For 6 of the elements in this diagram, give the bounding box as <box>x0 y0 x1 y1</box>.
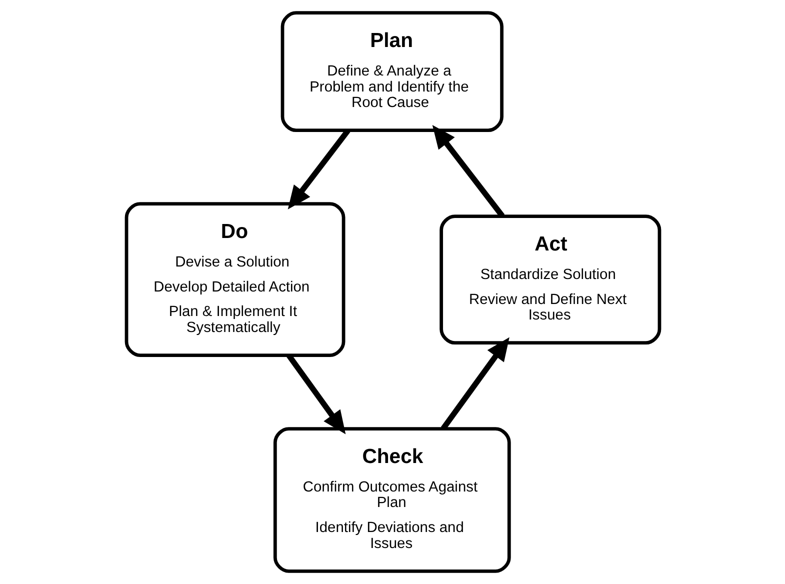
arrow <box>440 337 509 430</box>
node-box: Check Confirm Outcomes Against Plan Identify Deviations and Issues <box>272 427 510 573</box>
node-box: Do Devise a Solution Develop Detailed Action Plan & Implement It Systematically <box>124 202 345 357</box>
arrow <box>432 124 504 218</box>
node-box: Act Standardize Solution Review and Define Next Issues <box>439 214 661 345</box>
node-box: Plan Define & Analyze a Problem and Identify the Root Cause <box>280 11 503 132</box>
